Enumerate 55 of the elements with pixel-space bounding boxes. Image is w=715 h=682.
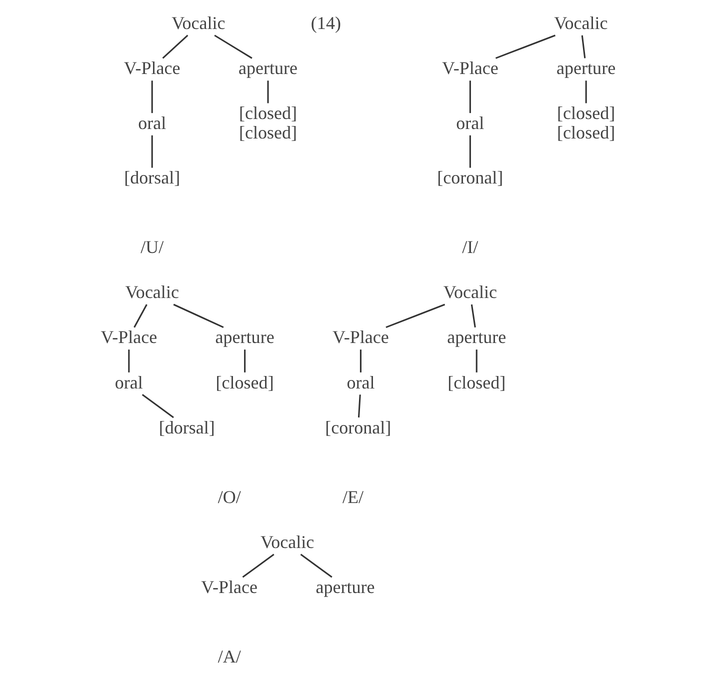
node-text: Vocalic xyxy=(260,532,314,552)
connector xyxy=(300,554,332,578)
connector xyxy=(476,350,478,372)
connector xyxy=(585,80,587,104)
connector xyxy=(244,350,246,372)
label: /E/ xyxy=(342,486,364,507)
node-text: Vocalic xyxy=(172,12,226,33)
connector xyxy=(151,135,153,168)
node-text: [closed] xyxy=(216,372,274,392)
label: (14) xyxy=(310,12,341,33)
node-text: [closed] xyxy=(448,372,506,392)
node-text: Vocalic xyxy=(443,282,498,302)
node-text: V-Place xyxy=(442,58,498,78)
connector xyxy=(469,80,471,114)
connector xyxy=(142,394,174,418)
node-text: [coronal] xyxy=(437,168,504,188)
connector xyxy=(214,34,252,59)
connector xyxy=(151,80,153,114)
label: /O/ xyxy=(218,486,241,507)
node-text: V-Place xyxy=(332,327,389,348)
node-text: V-Place xyxy=(124,58,180,78)
label: /A/ xyxy=(218,646,241,667)
node-text: aperture xyxy=(447,327,506,348)
connector xyxy=(386,304,446,328)
node-text: oral xyxy=(346,372,375,392)
node-text: oral xyxy=(456,112,484,133)
connector xyxy=(267,80,269,104)
connector xyxy=(581,35,586,58)
connector xyxy=(470,304,476,328)
node-text: V-Place xyxy=(201,577,258,598)
label: /U/ xyxy=(140,237,164,258)
node-text: [closed] [closed] xyxy=(238,103,298,142)
node-text: [closed] [closed] xyxy=(557,103,616,142)
node-text: oral xyxy=(138,112,166,133)
connector xyxy=(162,34,188,59)
connector xyxy=(469,135,471,168)
connector xyxy=(360,350,362,372)
node-text: aperture xyxy=(316,577,375,598)
connector xyxy=(173,304,224,328)
connector xyxy=(134,304,148,328)
node-text: [dorsal] xyxy=(124,168,180,188)
node-text: aperture xyxy=(238,58,298,78)
connector xyxy=(128,350,130,372)
node-text: V-Place xyxy=(100,327,158,348)
node-text: aperture xyxy=(556,58,616,78)
node-text: aperture xyxy=(215,327,274,348)
node-text: [dorsal] xyxy=(158,417,215,438)
node-text: Vocalic xyxy=(554,12,608,33)
node-text: oral xyxy=(114,372,143,392)
node-text: [coronal] xyxy=(325,417,392,438)
connector xyxy=(358,394,361,418)
node-text: Vocalic xyxy=(125,282,179,302)
connector xyxy=(242,554,274,578)
label: /I/ xyxy=(462,237,478,258)
connector xyxy=(495,34,556,59)
